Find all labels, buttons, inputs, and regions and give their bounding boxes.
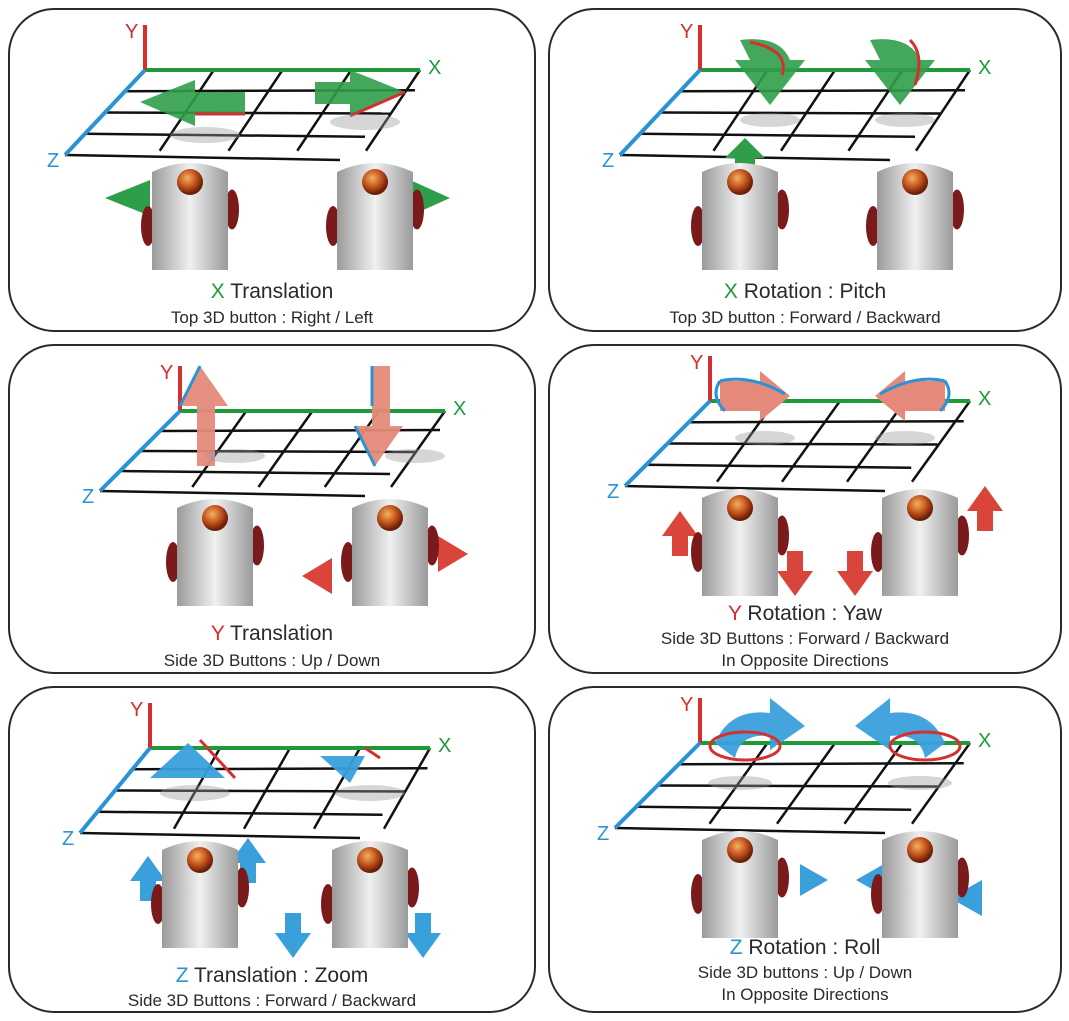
panel-x-translation: Y X Z X Translation Top 3D button : Right … xyxy=(8,8,536,332)
panel-y-rotation-yaw: Y X Z Y Rotation : Yaw Side 3D Buttons : F… xyxy=(548,344,1062,674)
down-arrow-icon xyxy=(777,551,813,596)
z-axis-label: Z xyxy=(82,486,94,508)
caption-line: Top 3D button : Right / Left xyxy=(10,307,534,329)
z-axis-label: Z xyxy=(597,823,609,845)
y-axis-label: Y xyxy=(125,21,138,43)
x-axis-label: X xyxy=(978,57,991,79)
caption-title-text: Rotation : Roll xyxy=(748,936,880,959)
y-axis-label: Y xyxy=(690,352,703,374)
caption-line: Side 3D buttons : Up / Down xyxy=(550,962,1060,984)
caption-title-text: Translation xyxy=(230,622,333,645)
caption-line: In Opposite Directions xyxy=(550,650,1060,672)
controller-pad-icon xyxy=(341,499,439,606)
controller-pad-icon xyxy=(326,163,424,270)
axis-letter: Y xyxy=(211,622,225,645)
panel-x-rotation-pitch: Y X Z X Rotation : Pitch Top 3D button : F… xyxy=(548,8,1062,332)
curved-arrow-icon xyxy=(715,698,805,758)
controller-pad-icon xyxy=(141,163,239,270)
caption-title: X Translation xyxy=(10,280,534,304)
controller-pad-icon xyxy=(691,831,789,938)
caption-title: X Rotation : Pitch xyxy=(550,280,1060,304)
panel-z-translation-zoom: Y X Z Z Translation : Zoom Side 3D Buttons… xyxy=(8,686,536,1013)
curved-arrow-icon xyxy=(855,698,945,758)
curved-arrow-icon xyxy=(865,39,935,105)
y-axis-label: Y xyxy=(680,21,693,43)
z-axis-label: Z xyxy=(47,150,59,172)
down-arrow-icon xyxy=(275,913,311,958)
axis-letter: Z xyxy=(176,964,189,987)
panel-z-rotation-roll: Y X Z Z Rotation : Roll Side 3D buttons : … xyxy=(548,686,1062,1013)
controller-pad-icon xyxy=(151,841,249,948)
controller-pad-icon xyxy=(691,163,789,270)
y-axis-label: Y xyxy=(680,694,693,716)
caption-title-text: Translation xyxy=(230,280,333,303)
right-arrow-icon xyxy=(800,864,828,896)
caption-line: In Opposite Directions xyxy=(550,984,1060,1006)
caption-title: Z Rotation : Roll xyxy=(550,936,1060,960)
left-arrow-icon xyxy=(105,180,150,216)
controller-pad-icon xyxy=(871,831,969,938)
panel-y-translation: Y X Z Y Translation Side 3D Buttons : Up /… xyxy=(8,344,536,674)
caption-title-text: Rotation : Pitch xyxy=(744,280,886,303)
x-axis-label: X xyxy=(978,730,991,752)
x-axis-label: X xyxy=(978,388,991,410)
caption-line: Side 3D Buttons : Up / Down xyxy=(10,650,534,672)
caption-title: Y Rotation : Yaw xyxy=(550,602,1060,626)
x-axis-label: X xyxy=(453,398,466,420)
caption-line: Side 3D Buttons : Forward / Backward xyxy=(550,628,1060,650)
z-axis-label: Z xyxy=(607,481,619,503)
caption-line: Top 3D button : Forward / Backward xyxy=(550,307,1060,329)
axis-letter: Z xyxy=(730,936,743,959)
axis-letter: Y xyxy=(728,602,742,625)
caption-title-text: Translation : Zoom xyxy=(194,964,368,987)
right-arrow-icon xyxy=(315,70,405,116)
x-axis-label: X xyxy=(438,735,451,757)
down-arrow-icon xyxy=(837,551,873,596)
controller-pad-icon xyxy=(866,163,964,270)
right-arrow-icon xyxy=(438,536,468,572)
left-arrow-icon xyxy=(140,80,245,126)
caption-title-text: Rotation : Yaw xyxy=(747,602,882,625)
y-axis-label: Y xyxy=(160,362,173,384)
y-axis-label: Y xyxy=(130,699,143,721)
up-arrow-icon xyxy=(967,486,1003,531)
down-arrow-icon xyxy=(405,913,441,958)
caption-line: Side 3D Buttons : Forward / Backward xyxy=(10,990,534,1012)
axis-letter: X xyxy=(211,280,225,303)
z-axis-label: Z xyxy=(62,828,74,850)
controller-pad-icon xyxy=(871,489,969,596)
x-axis-label: X xyxy=(428,57,441,79)
axis-letter: X xyxy=(724,280,738,303)
controller-pad-icon xyxy=(166,499,264,606)
caption-title: Y Translation xyxy=(10,622,534,646)
controller-pad-icon xyxy=(321,841,419,948)
caption-title: Z Translation : Zoom xyxy=(10,964,534,988)
z-axis-label: Z xyxy=(602,150,614,172)
controller-pad-icon xyxy=(691,489,789,596)
left-arrow-icon xyxy=(302,558,332,594)
